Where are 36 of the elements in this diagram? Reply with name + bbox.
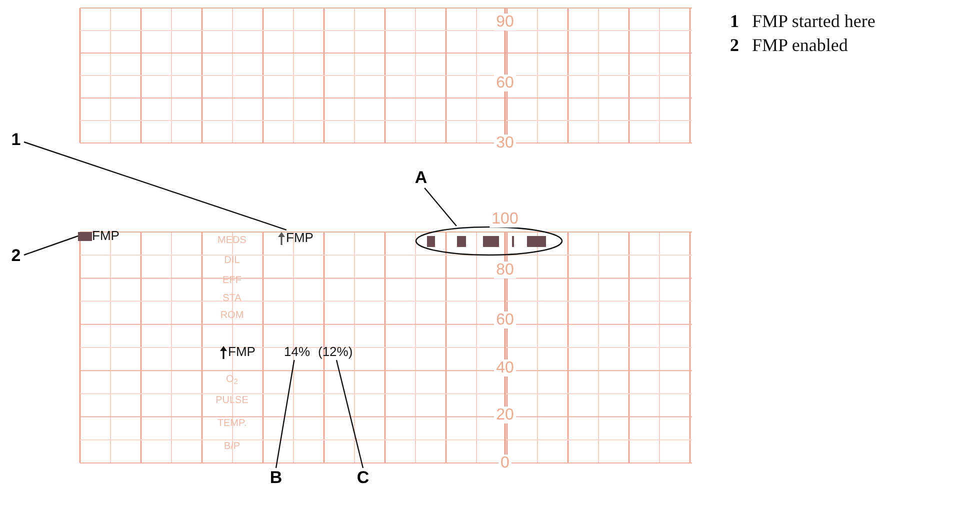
callout-letter: 1: [8, 130, 24, 150]
scale-number: 40: [494, 360, 516, 376]
row-label: TEMP.: [217, 418, 247, 430]
leader-line: [336, 360, 364, 468]
chart-annotation: FMP: [228, 344, 256, 360]
key-number: 2: [730, 34, 739, 56]
chart-annotation: (12%): [318, 344, 353, 360]
key-number: 1: [730, 10, 739, 32]
scale-number: 80: [494, 262, 516, 278]
key-description: FMP enabled: [752, 34, 848, 56]
scale-number: 100: [490, 210, 520, 228]
leader-line: [24, 235, 78, 256]
scale-number: 60: [494, 74, 516, 92]
row-label: B/P: [224, 441, 240, 453]
chart-annotation: FMP: [92, 228, 120, 244]
row-label: O$_{2}$: [226, 374, 238, 386]
chart-annotation: 14%: [284, 344, 310, 360]
row-label: ROM: [220, 310, 244, 322]
leader-line: [24, 141, 287, 230]
scale-number: 20: [494, 406, 516, 424]
scale-number: 90: [494, 14, 516, 30]
row-label: EFF: [222, 275, 242, 287]
callout-letter: B: [268, 468, 284, 488]
row-label: PULSE: [216, 395, 248, 407]
chart-annotation: FMP: [286, 230, 314, 246]
callout-letter: 2: [8, 246, 24, 266]
key-description: FMP started here: [752, 10, 876, 32]
row-label: DIL: [224, 255, 240, 267]
callout-letter: A: [412, 168, 430, 188]
leader-line: [275, 360, 295, 468]
row-label: MEDS: [218, 235, 246, 247]
highlight-ellipse: [415, 226, 563, 256]
row-label: STA: [222, 293, 242, 305]
scale-number: 60: [494, 312, 516, 328]
callout-letter: C: [355, 468, 371, 488]
leader-line: [424, 188, 457, 226]
